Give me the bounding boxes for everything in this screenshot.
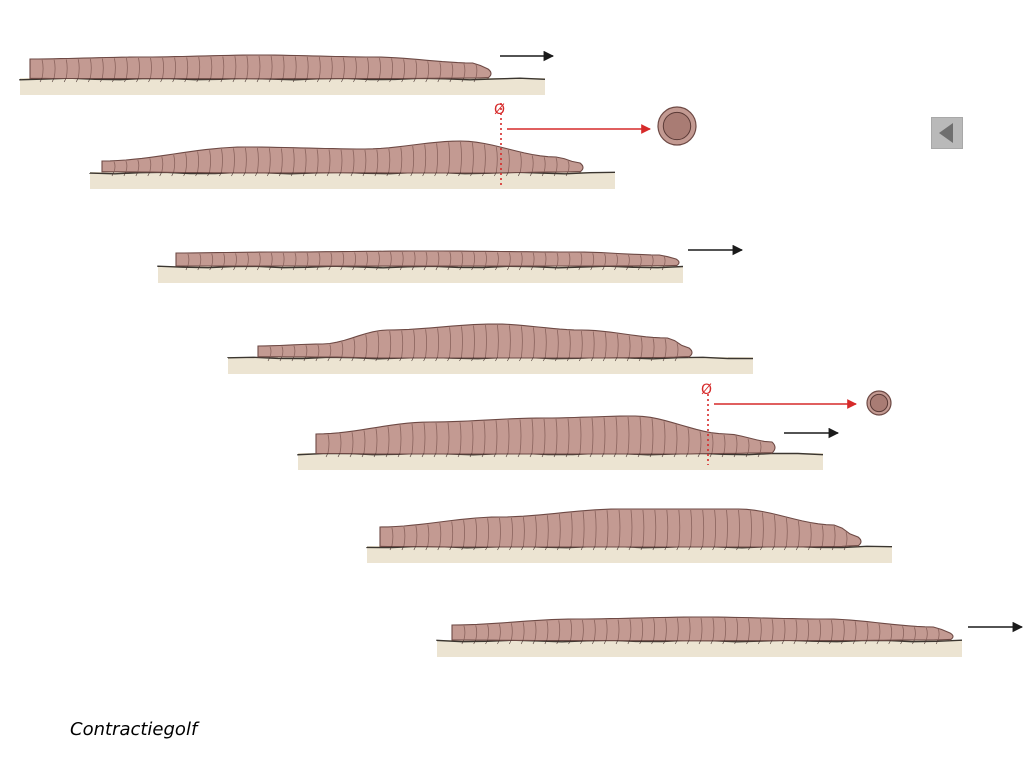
- worm-stage-4: [227, 323, 754, 374]
- worm-setae: [325, 452, 761, 458]
- ground-strip: [90, 172, 615, 189]
- diameter-symbol: Ø: [494, 102, 505, 118]
- ground-strip: [228, 357, 753, 374]
- ground-line: [227, 356, 754, 360]
- triangle-left-icon: [939, 123, 953, 143]
- ground-strip: [20, 78, 545, 95]
- worm-stage-1: [19, 50, 555, 95]
- worm-segments: [187, 251, 666, 267]
- worm-stage-5: Ø: [297, 382, 892, 470]
- ground-strip: [367, 546, 892, 563]
- worm-body: [315, 415, 776, 455]
- worm-segments: [41, 55, 478, 79]
- worm-body: [29, 54, 492, 80]
- worm-stage-2: Ø: [89, 102, 697, 189]
- worm-setae: [389, 545, 847, 551]
- back-button[interactable]: [931, 117, 963, 149]
- worm-body: [257, 323, 693, 359]
- worm-setae: [461, 639, 939, 645]
- worm-segments: [327, 416, 762, 454]
- ground-strip: [298, 453, 823, 470]
- diameter-section: Ø: [701, 382, 892, 465]
- worm-body: [451, 616, 954, 642]
- worm-body: [175, 250, 680, 267]
- worm-setae: [39, 77, 477, 83]
- worm-setae: [267, 356, 678, 362]
- diameter-section: Ø: [494, 102, 697, 188]
- worm-setae: [185, 265, 665, 271]
- worm-segments: [391, 509, 848, 547]
- worm-stage-6: [366, 508, 893, 563]
- worm-stage-3: [157, 244, 744, 283]
- worm-setae: [111, 171, 569, 177]
- ground-strip: [158, 266, 683, 283]
- cross-section-icon: [866, 390, 892, 416]
- worm-stage-7: [436, 616, 1024, 657]
- ground-strip: [437, 640, 962, 657]
- ground-line: [157, 265, 684, 269]
- worm-segments: [269, 324, 679, 358]
- cross-section-icon: [657, 106, 697, 146]
- diameter-symbol: Ø: [701, 382, 712, 398]
- worm-segments: [463, 617, 940, 641]
- worm-segments: [113, 141, 570, 173]
- caption: Contractiegolf: [70, 719, 198, 740]
